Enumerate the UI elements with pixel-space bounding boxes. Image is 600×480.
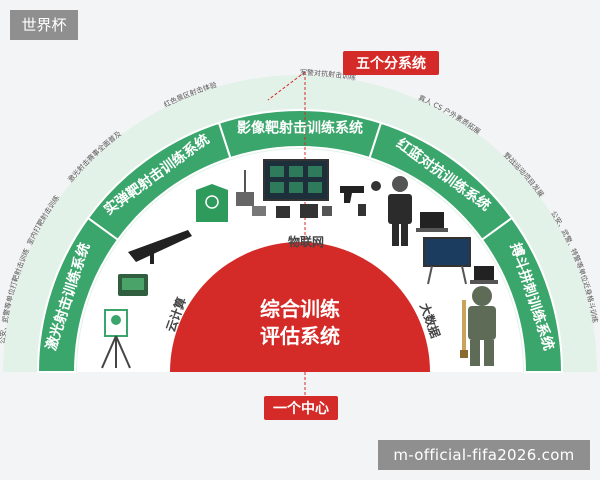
bomb-suit-illustration <box>468 286 496 366</box>
laptop-illustration-2 <box>470 266 498 284</box>
silhouette-target-illustration <box>196 184 228 222</box>
top-left-badge: 世界杯 <box>10 10 78 40</box>
connector-diagonal <box>267 71 306 101</box>
subsystem-video-target-label: 影像靶射击训练系统 <box>237 120 363 137</box>
watermark-url: m-official-fifa2026.com <box>378 440 590 470</box>
large-screen-illustration <box>423 237 471 285</box>
subsystem-segment <box>480 216 564 373</box>
training-baton-illustration <box>460 300 468 358</box>
lifting-target-machine-illustration <box>236 170 266 216</box>
tactical-vest-soldier-illustration <box>388 176 412 246</box>
one-center-label: 一个中心 <box>273 400 329 417</box>
tripod-target-illustration <box>101 309 131 369</box>
core-semicircle <box>170 242 430 372</box>
five-subsystems-box <box>343 51 439 75</box>
pistol-illustration <box>340 186 364 203</box>
center-title-line1: 综合训练 <box>260 297 340 321</box>
sensor-devices-illustration <box>358 181 381 216</box>
five-subsystems-label: 五个分系统 <box>356 55 426 72</box>
laptop-illustration-1 <box>416 212 448 232</box>
subsystem-ring <box>36 109 564 373</box>
projector-devices-illustration <box>276 204 332 218</box>
laser-control-case-illustration <box>118 274 148 296</box>
iot-label: 物联网 <box>288 234 324 249</box>
center-title-line2: 评估系统 <box>260 324 340 348</box>
rifle-illustration <box>128 230 192 264</box>
one-center-box <box>264 396 338 420</box>
video-monitor-illustration <box>263 159 329 201</box>
